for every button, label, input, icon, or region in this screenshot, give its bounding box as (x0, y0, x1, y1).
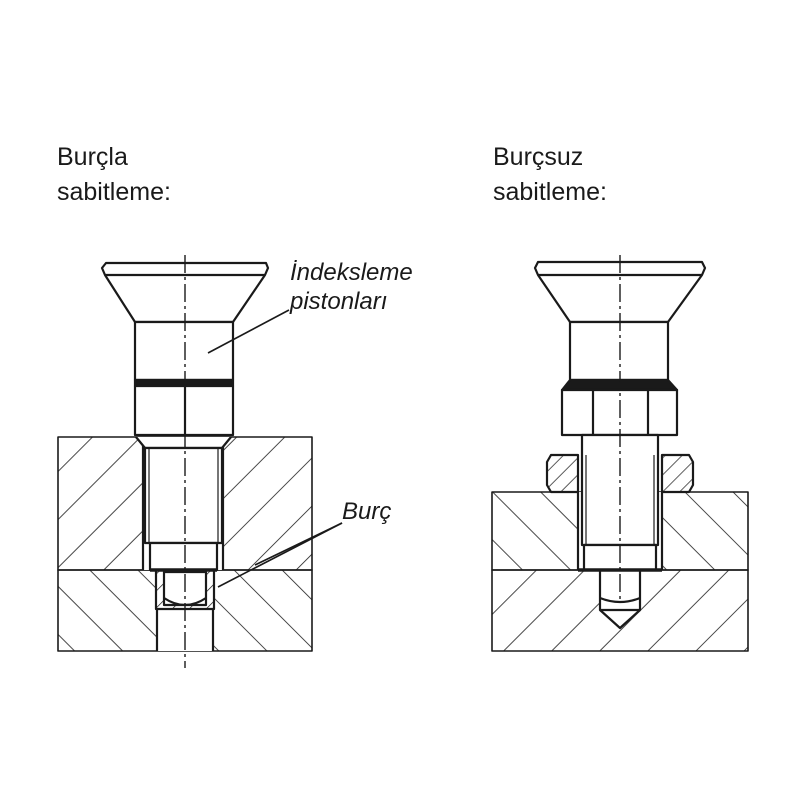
right-nut (545, 453, 695, 494)
left-assembly (57, 255, 343, 668)
right-body (568, 320, 670, 382)
left-title-line1: Burçla (57, 143, 128, 171)
left-title-line2: sabitleme: (57, 178, 171, 206)
plunger-callout-line2: pistonları (290, 288, 388, 315)
plunger-callout: İndeksleme pistonları (290, 258, 413, 316)
right-assembly (491, 255, 749, 652)
right-title: Burçsuz sabitleme: (493, 140, 607, 210)
left-title: Burçla sabitleme: (57, 140, 171, 210)
left-body (133, 320, 235, 382)
plunger-callout-line1: İndeksleme (290, 259, 413, 286)
bush-callout: Burç (342, 498, 392, 525)
left-thread (143, 446, 224, 545)
right-title-line2: sabitleme: (493, 178, 607, 206)
right-title-line1: Burçsuz (493, 143, 584, 171)
